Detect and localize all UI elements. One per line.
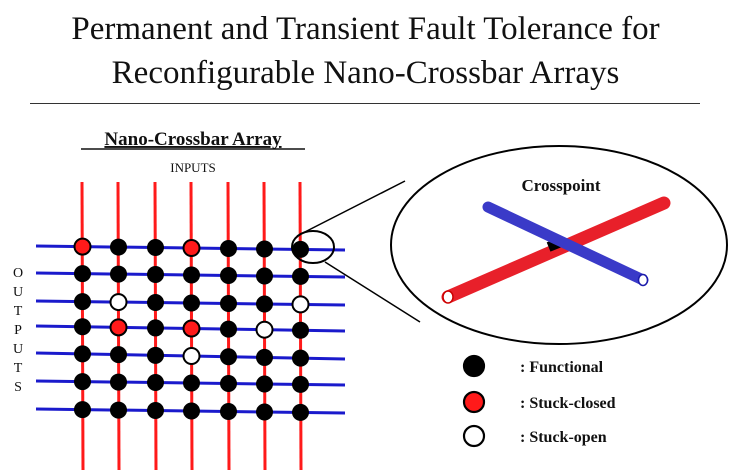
outputs-letter: P	[14, 323, 22, 338]
inputs-label: INPUTS	[170, 160, 216, 175]
outputs-letter: T	[14, 361, 23, 376]
crosspoint-functional	[74, 293, 91, 311]
crosspoint-stuck-open	[291, 295, 310, 314]
title-line-1: Permanent and Transient Fault Tolerance …	[71, 11, 660, 47]
legend-marker-functional	[462, 354, 486, 378]
crosspoint-functional	[220, 402, 237, 420]
zoom-connector-bottom	[324, 261, 421, 323]
legend-label-functional: : Functional	[520, 359, 604, 376]
crosspoint-functional	[256, 267, 273, 285]
crosspoint-functional	[220, 266, 237, 284]
zoom-blue-wire-end	[637, 273, 649, 287]
crosspoint-functional	[110, 346, 127, 364]
crosspoint-functional	[74, 373, 91, 391]
crosspoint-functional	[292, 349, 309, 367]
crosspoint-functional	[74, 345, 91, 363]
crosspoint-functional	[147, 402, 164, 420]
crosspoint-functional	[110, 401, 127, 419]
array-heading: Nano-Crossbar Array	[104, 129, 282, 150]
crosspoint-functional	[292, 321, 309, 339]
crosspoint-functional	[110, 265, 127, 283]
zoom-source-ellipse	[291, 230, 335, 264]
title-divider	[30, 103, 700, 104]
zoom-blue-nanowire	[482, 201, 649, 286]
crosspoint-functional	[183, 402, 200, 420]
outputs-letter: U	[13, 342, 23, 357]
outputs-letter: S	[14, 380, 22, 395]
legend: : Functional : Stuck-closed : Stuck-open	[462, 354, 616, 448]
crosspoint-functional	[292, 403, 309, 421]
crosspoint-functional	[147, 294, 164, 312]
outputs-letter: O	[13, 266, 23, 281]
outputs-letter: T	[14, 304, 23, 319]
crosspoint-functional	[292, 375, 309, 393]
crosspoint-functional	[147, 374, 164, 392]
crosspoint-functional	[220, 374, 237, 392]
crosspoint-stuck-open	[182, 347, 201, 366]
crosspoint-functional	[110, 238, 127, 256]
crosspoint-functional	[183, 266, 200, 284]
crosspoint-functional	[74, 318, 91, 336]
crosspoint-stuck-closed	[182, 319, 201, 338]
crosspoint-functional	[220, 348, 237, 366]
legend-label-stuck-open: : Stuck-open	[520, 429, 607, 446]
legend-marker-stuck-closed	[462, 390, 486, 414]
crosspoint-functional	[256, 295, 273, 313]
crosspoint-functional	[220, 239, 237, 257]
crosspoint-stuck-closed	[182, 239, 201, 258]
crosspoint-functional	[220, 320, 237, 338]
crosspoint-functional	[220, 294, 237, 312]
crosspoint-stuck-closed	[73, 237, 92, 256]
crossbar-cells	[73, 237, 310, 421]
crosspoint-functional	[292, 267, 309, 285]
crosspoint-functional	[183, 374, 200, 392]
crosspoint-functional	[183, 294, 200, 312]
crosspoint-stuck-open	[255, 320, 274, 339]
crosspoint-label: Crosspoint	[521, 176, 600, 195]
crosspoint-stuck-open	[109, 293, 128, 312]
crosspoint-functional	[110, 373, 127, 391]
zoom-red-nanowire	[441, 196, 671, 304]
crosspoint-functional	[147, 266, 164, 284]
crosspoint-functional	[256, 240, 273, 258]
crosspoint-functional	[74, 265, 91, 283]
legend-marker-stuck-open	[462, 424, 486, 448]
crosspoint-functional	[256, 375, 273, 393]
crosspoint-functional	[147, 319, 164, 337]
zoom-red-wire-end	[442, 290, 454, 304]
crosspoint-functional	[147, 239, 164, 257]
crosspoint-stuck-closed	[109, 318, 128, 337]
crosspoint-functional	[256, 348, 273, 366]
crosspoint-functional	[256, 403, 273, 421]
outputs-letter: U	[13, 285, 23, 300]
legend-label-stuck-closed: : Stuck-closed	[520, 395, 616, 412]
crosspoint-functional	[147, 346, 164, 364]
zoom-connector-top	[296, 180, 406, 237]
title-line-2: Reconfigurable Nano-Crossbar Arrays	[111, 55, 620, 91]
crosspoint-functional	[74, 401, 91, 419]
